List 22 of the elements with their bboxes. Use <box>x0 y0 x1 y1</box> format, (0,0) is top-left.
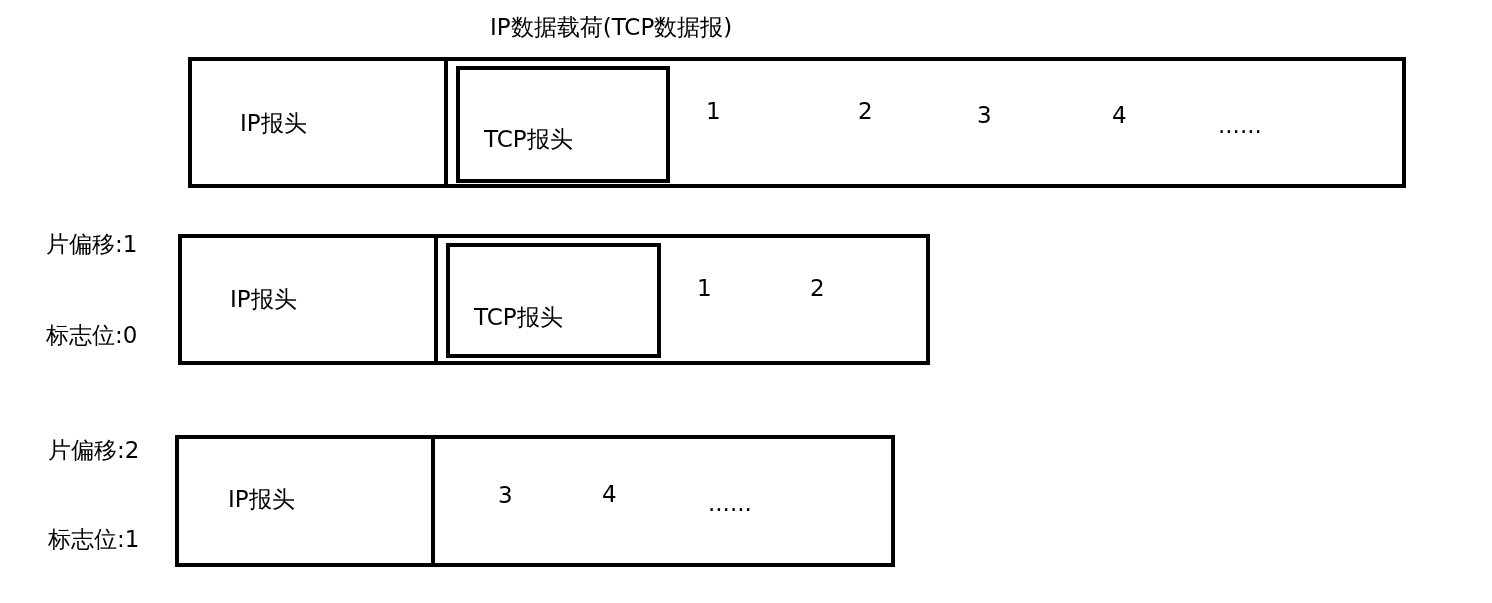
text-label: 3 <box>498 484 513 507</box>
text-label: ...... <box>1218 114 1262 137</box>
text-label: 4 <box>1112 104 1127 127</box>
header-label: TCP报头 <box>474 306 563 329</box>
text-label: 3 <box>977 104 992 127</box>
text-label: 4 <box>602 483 617 506</box>
header-box <box>446 243 661 358</box>
text-label: 2 <box>858 100 873 123</box>
text-label: 1 <box>706 100 721 123</box>
header-label: IP报头 <box>240 112 307 135</box>
header-label: TCP报头 <box>484 128 573 151</box>
heading: IP数据载荷(TCP数据报) <box>490 16 733 39</box>
header-label: IP报头 <box>228 488 295 511</box>
header-label: IP报头 <box>230 288 297 311</box>
text-label: ...... <box>708 492 752 515</box>
text-label: 1 <box>697 277 712 300</box>
text-label: 2 <box>810 277 825 300</box>
text-label: 片偏移:1 <box>46 233 138 256</box>
header-box <box>456 66 670 183</box>
text-label: 标志位:1 <box>48 528 140 551</box>
text-label: 片偏移:2 <box>48 439 140 462</box>
text-label: 标志位:0 <box>46 324 138 347</box>
